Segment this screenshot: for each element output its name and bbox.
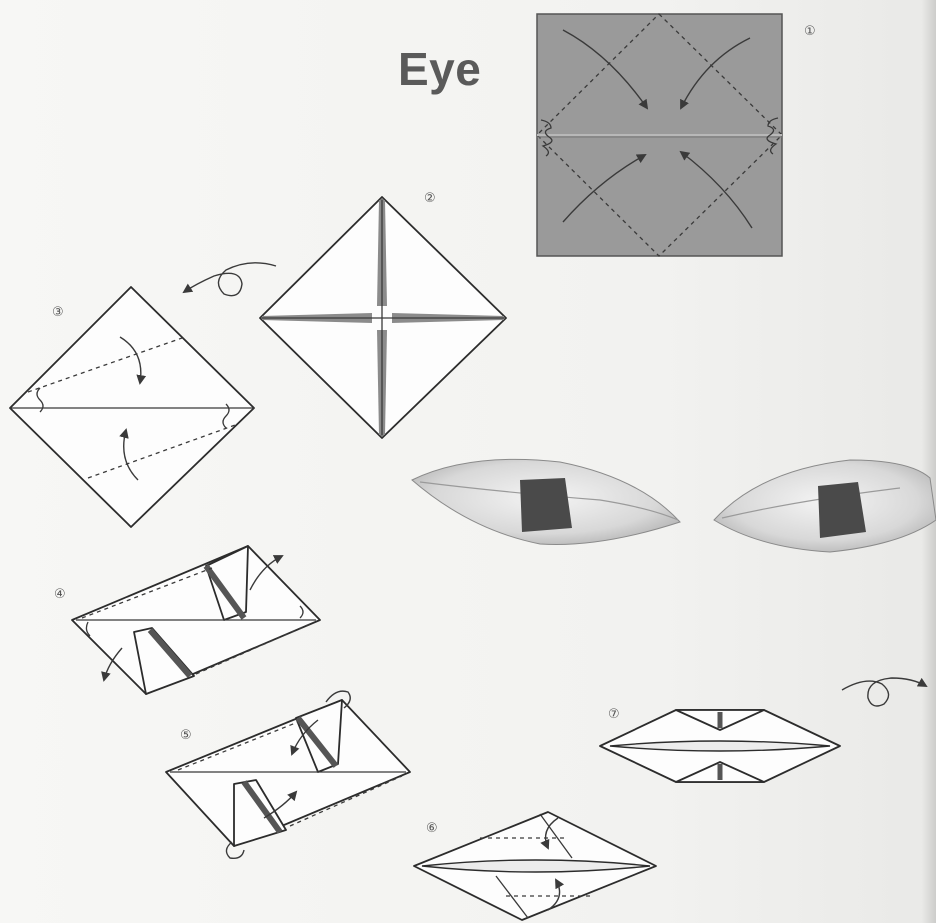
pupil [520, 478, 572, 532]
left-eye-model [412, 459, 680, 544]
step-5-diagram [166, 691, 410, 858]
right-eye-model [714, 460, 936, 552]
step-1-diagram [537, 14, 782, 256]
step-1-number: ① [804, 24, 816, 39]
origami-eyes-photo [412, 459, 936, 552]
step-3-diagram [10, 287, 254, 527]
diamond-outline [10, 287, 254, 527]
step-5-number: ⑤ [180, 728, 192, 743]
step-6-number: ⑥ [426, 821, 438, 836]
parallelogram-outline [166, 700, 410, 846]
step-2-number: ② [424, 191, 436, 206]
step-7-diagram [600, 710, 840, 782]
step-3-number: ③ [52, 305, 64, 320]
turn-over-icon [184, 263, 276, 296]
step-2-diagram [260, 197, 506, 438]
step-6-diagram [414, 812, 656, 920]
step-4-diagram [72, 546, 320, 694]
step-7-number: ⑦ [608, 707, 620, 722]
pupil [818, 482, 866, 538]
step-4-number: ④ [54, 587, 66, 602]
turn-over-icon [842, 678, 926, 706]
